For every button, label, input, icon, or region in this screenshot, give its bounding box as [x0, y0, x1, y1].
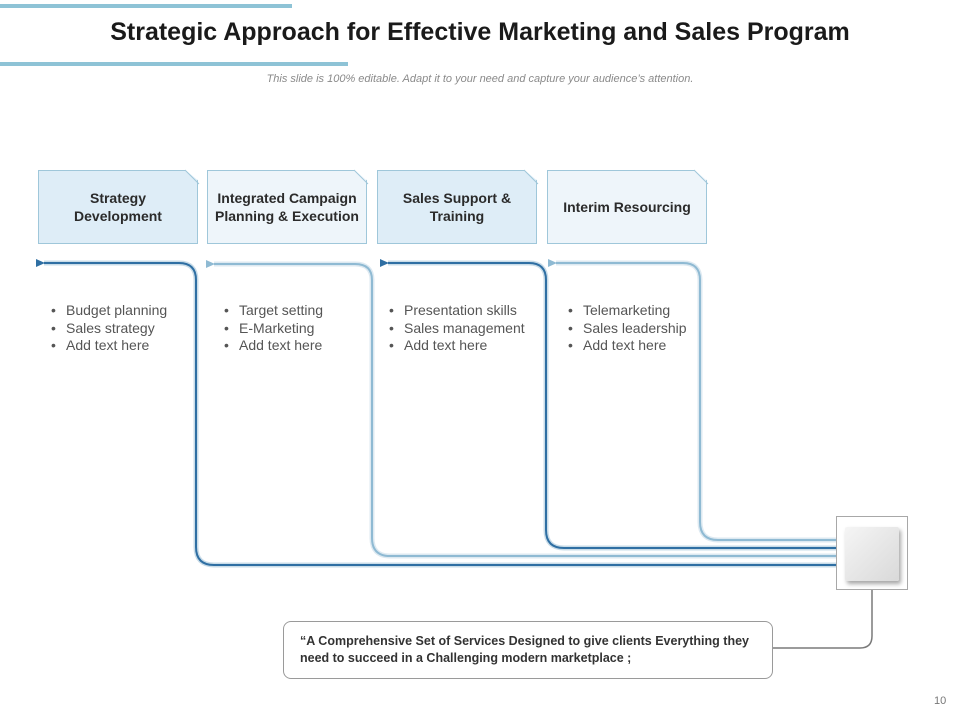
list-item: Telemarketing	[563, 302, 688, 320]
card-fold-2	[353, 169, 369, 185]
list-item: E-Marketing	[219, 320, 364, 338]
list-item: Sales leadership	[563, 320, 688, 338]
list-item: Add text here	[46, 337, 191, 355]
list-item: Add text here	[563, 337, 688, 355]
bullet-list-interim-resourcing: Telemarketing Sales leadership Add text …	[563, 302, 688, 355]
card-fold-1	[184, 169, 200, 185]
quote-connector	[773, 590, 873, 649]
card-interim-resourcing: Interim Resourcing	[547, 170, 707, 244]
hub-box	[836, 516, 908, 590]
card-integrated-campaign-planning: Integrated Campaign Planning & Execution	[207, 170, 367, 244]
card-title: Strategy Development	[74, 190, 162, 224]
card-title: Integrated Campaign Planning & Execution	[215, 190, 359, 224]
list-item: Target setting	[219, 302, 364, 320]
list-item: Presentation skills	[384, 302, 539, 320]
list-item: Add text here	[219, 337, 364, 355]
page-subtitle: This slide is 100% editable. Adapt it to…	[266, 73, 694, 85]
card-strategy-development: Strategy Development	[38, 170, 198, 244]
card-sales-support-training: Sales Support & Training	[377, 170, 537, 244]
header-accent-line-bottom	[0, 62, 348, 66]
bullet-list-integrated-campaign: Target setting E-Marketing Add text here	[219, 302, 364, 355]
list-item: Sales management	[384, 320, 539, 338]
card-title: Interim Resourcing	[563, 199, 691, 215]
list-item: Budget planning	[46, 302, 191, 320]
arrow-to-strategy-development	[36, 259, 836, 566]
card-fold-4	[693, 169, 709, 185]
bullet-list-sales-support: Presentation skills Sales management Add…	[384, 302, 539, 355]
quote-box: “A Comprehensive Set of Services Designe…	[283, 621, 773, 679]
page-number: 10	[934, 695, 947, 707]
list-item: Add text here	[384, 337, 539, 355]
arrow-to-integrated-campaign	[206, 260, 836, 557]
header-accent-line-top	[0, 4, 292, 8]
hub-square-icon	[845, 527, 899, 581]
page-title: Strategic Approach for Effective Marketi…	[110, 18, 850, 46]
card-title: Sales Support & Training	[402, 190, 512, 224]
arrow-to-sales-support	[380, 259, 836, 549]
bullet-list-strategy-development: Budget planning Sales strategy Add text …	[46, 302, 191, 355]
arrow-to-interim-resourcing	[548, 259, 836, 541]
card-fold-3	[523, 169, 539, 185]
list-item: Sales strategy	[46, 320, 191, 338]
